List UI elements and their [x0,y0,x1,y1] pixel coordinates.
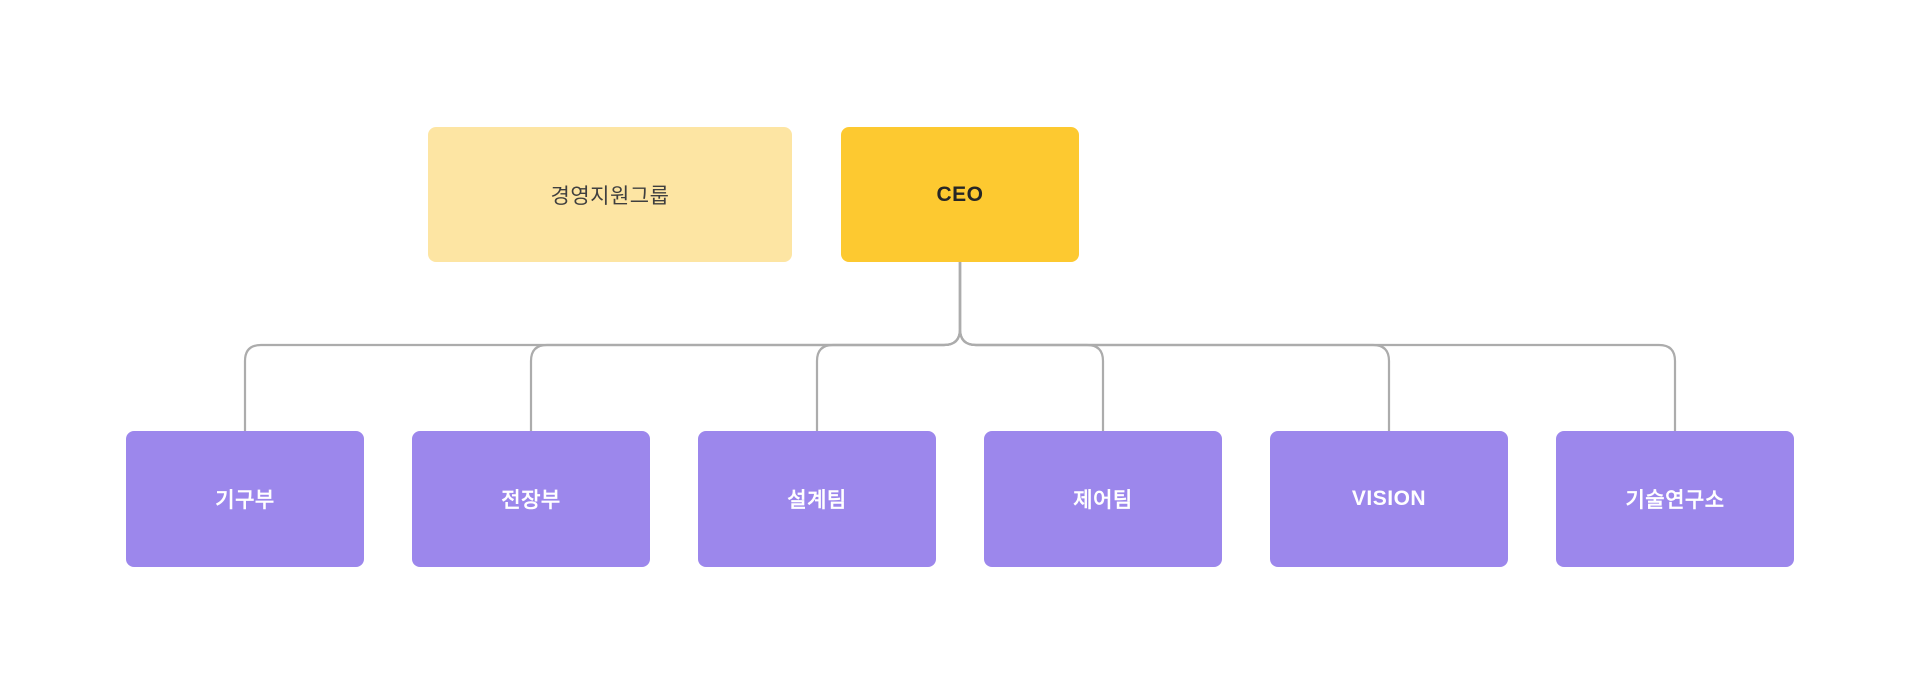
node-label: 기술연구소 [1625,489,1725,512]
node-vision[interactable]: VISION [1270,431,1508,567]
connector-ceo-to-child-2 [815,260,962,433]
node-tech-research-institute[interactable]: 기술연구소 [1556,431,1794,567]
connector-ceo-to-child-3 [958,260,1105,433]
connector-ceo-to-child-1 [529,260,962,433]
connector-ceo-to-child-5 [958,260,1677,433]
connector-ceo-to-child-4 [958,260,1391,433]
node-label: 설계팀 [787,489,847,512]
node-ceo[interactable]: CEO [841,127,1079,262]
node-electrical-dept[interactable]: 전장부 [412,431,650,567]
node-label: VISION [1351,487,1427,510]
connector-ceo-to-child-0 [243,260,962,433]
node-control-team[interactable]: 제어팀 [984,431,1222,567]
node-design-team[interactable]: 설계팀 [698,431,936,567]
node-mechanical-dept[interactable]: 기구부 [126,431,364,567]
node-label: 기구부 [215,489,275,512]
node-label: 제어팀 [1073,489,1133,512]
node-management-support-group[interactable]: 경영지원그룹 [428,127,792,262]
node-label: 경영지원그룹 [550,184,670,208]
node-label: 전장부 [501,489,561,512]
node-label: CEO [936,182,984,206]
